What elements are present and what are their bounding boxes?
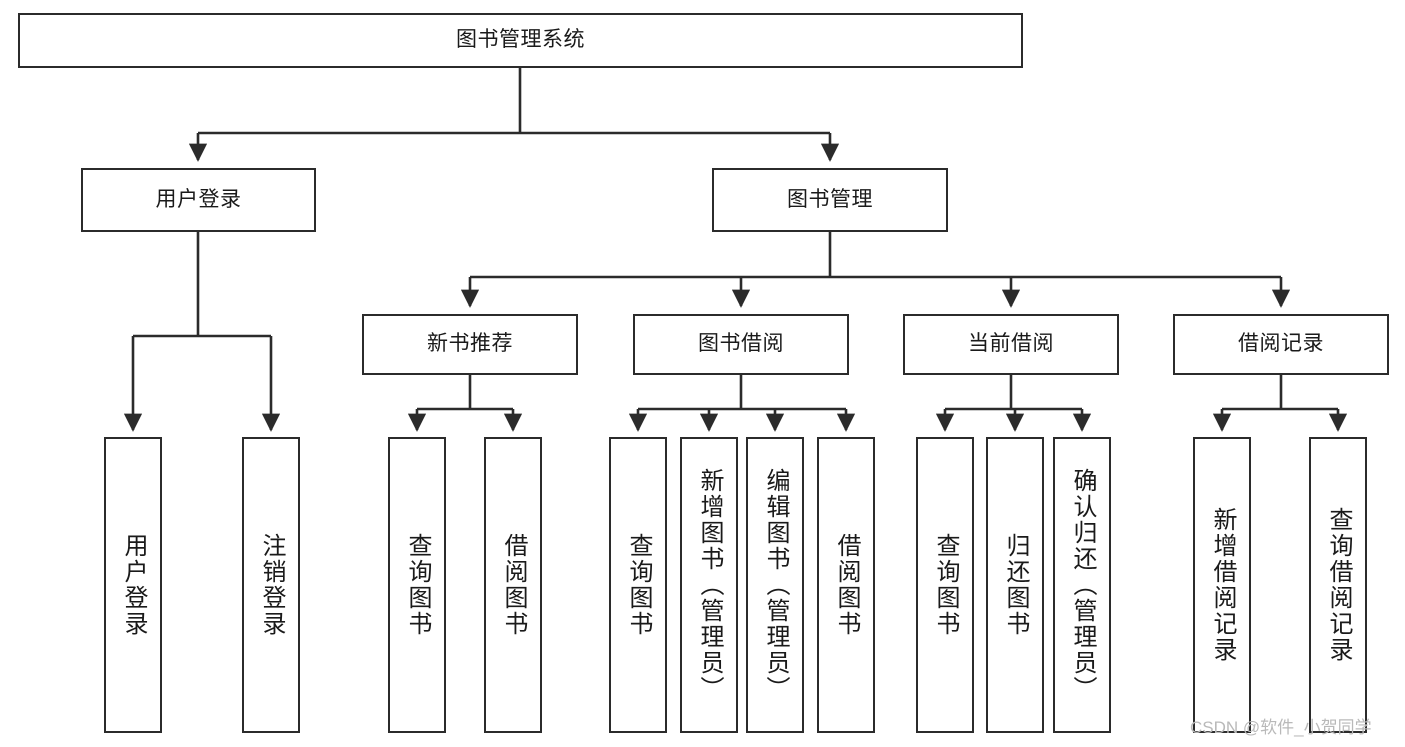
- leaf-user-login-login[interactable]: 用户登录: [104, 437, 162, 733]
- node-label: 图书借阅: [698, 332, 784, 356]
- node-new-book-recommend[interactable]: 新书推荐: [362, 314, 578, 375]
- leaf-record-query-record[interactable]: 查询借阅记录: [1309, 437, 1367, 733]
- node-label: 用户登录: [120, 533, 147, 637]
- node-label: 查询借阅记录: [1325, 507, 1352, 663]
- leaf-user-login-logout[interactable]: 注销登录: [242, 437, 300, 733]
- node-label: 借阅图书: [500, 533, 527, 637]
- node-user-login[interactable]: 用户登录: [81, 168, 316, 232]
- leaf-recommend-query-book[interactable]: 查询图书: [388, 437, 446, 733]
- node-current-borrow[interactable]: 当前借阅: [903, 314, 1119, 375]
- node-label: 新增借阅记录: [1209, 507, 1236, 663]
- leaf-recommend-borrow-book[interactable]: 借阅图书: [484, 437, 542, 733]
- node-label: 新书推荐: [427, 332, 513, 356]
- leaf-current-query-book[interactable]: 查询图书: [916, 437, 974, 733]
- node-book-management[interactable]: 图书管理: [712, 168, 948, 232]
- leaf-borrow-query-book[interactable]: 查询图书: [609, 437, 667, 733]
- csdn-watermark: CSDN @软件_小贺同学: [1190, 718, 1372, 737]
- node-label: 图书管理: [787, 187, 873, 211]
- node-label: 查询图书: [404, 533, 431, 637]
- node-borrow-record[interactable]: 借阅记录: [1173, 314, 1389, 375]
- leaf-current-return-book[interactable]: 归还图书: [986, 437, 1044, 733]
- node-label: 归还图书: [1002, 533, 1029, 637]
- leaf-borrow-add-book-admin[interactable]: 新增图书（管理员）: [680, 437, 738, 733]
- node-label: 借阅记录: [1238, 332, 1324, 356]
- node-label: 查询图书: [625, 533, 652, 637]
- node-label: 查询图书: [932, 533, 959, 637]
- node-label: 编辑图书（管理员）: [762, 468, 789, 702]
- node-label: 当前借阅: [968, 332, 1054, 356]
- node-label: 新增图书（管理员）: [696, 468, 723, 702]
- node-label: 用户登录: [155, 187, 242, 211]
- node-label: 确认归还（管理员）: [1069, 468, 1096, 702]
- node-book-borrow[interactable]: 图书借阅: [633, 314, 849, 375]
- node-label: 借阅图书: [833, 533, 860, 637]
- node-root-system[interactable]: 图书管理系统: [18, 13, 1023, 68]
- node-label: 注销登录: [258, 533, 285, 637]
- leaf-borrow-borrow-book[interactable]: 借阅图书: [817, 437, 875, 733]
- leaf-current-confirm-return-admin[interactable]: 确认归还（管理员）: [1053, 437, 1111, 733]
- node-label: 图书管理系统: [456, 28, 585, 52]
- leaf-borrow-edit-book-admin[interactable]: 编辑图书（管理员）: [746, 437, 804, 733]
- leaf-record-add-record[interactable]: 新增借阅记录: [1193, 437, 1251, 733]
